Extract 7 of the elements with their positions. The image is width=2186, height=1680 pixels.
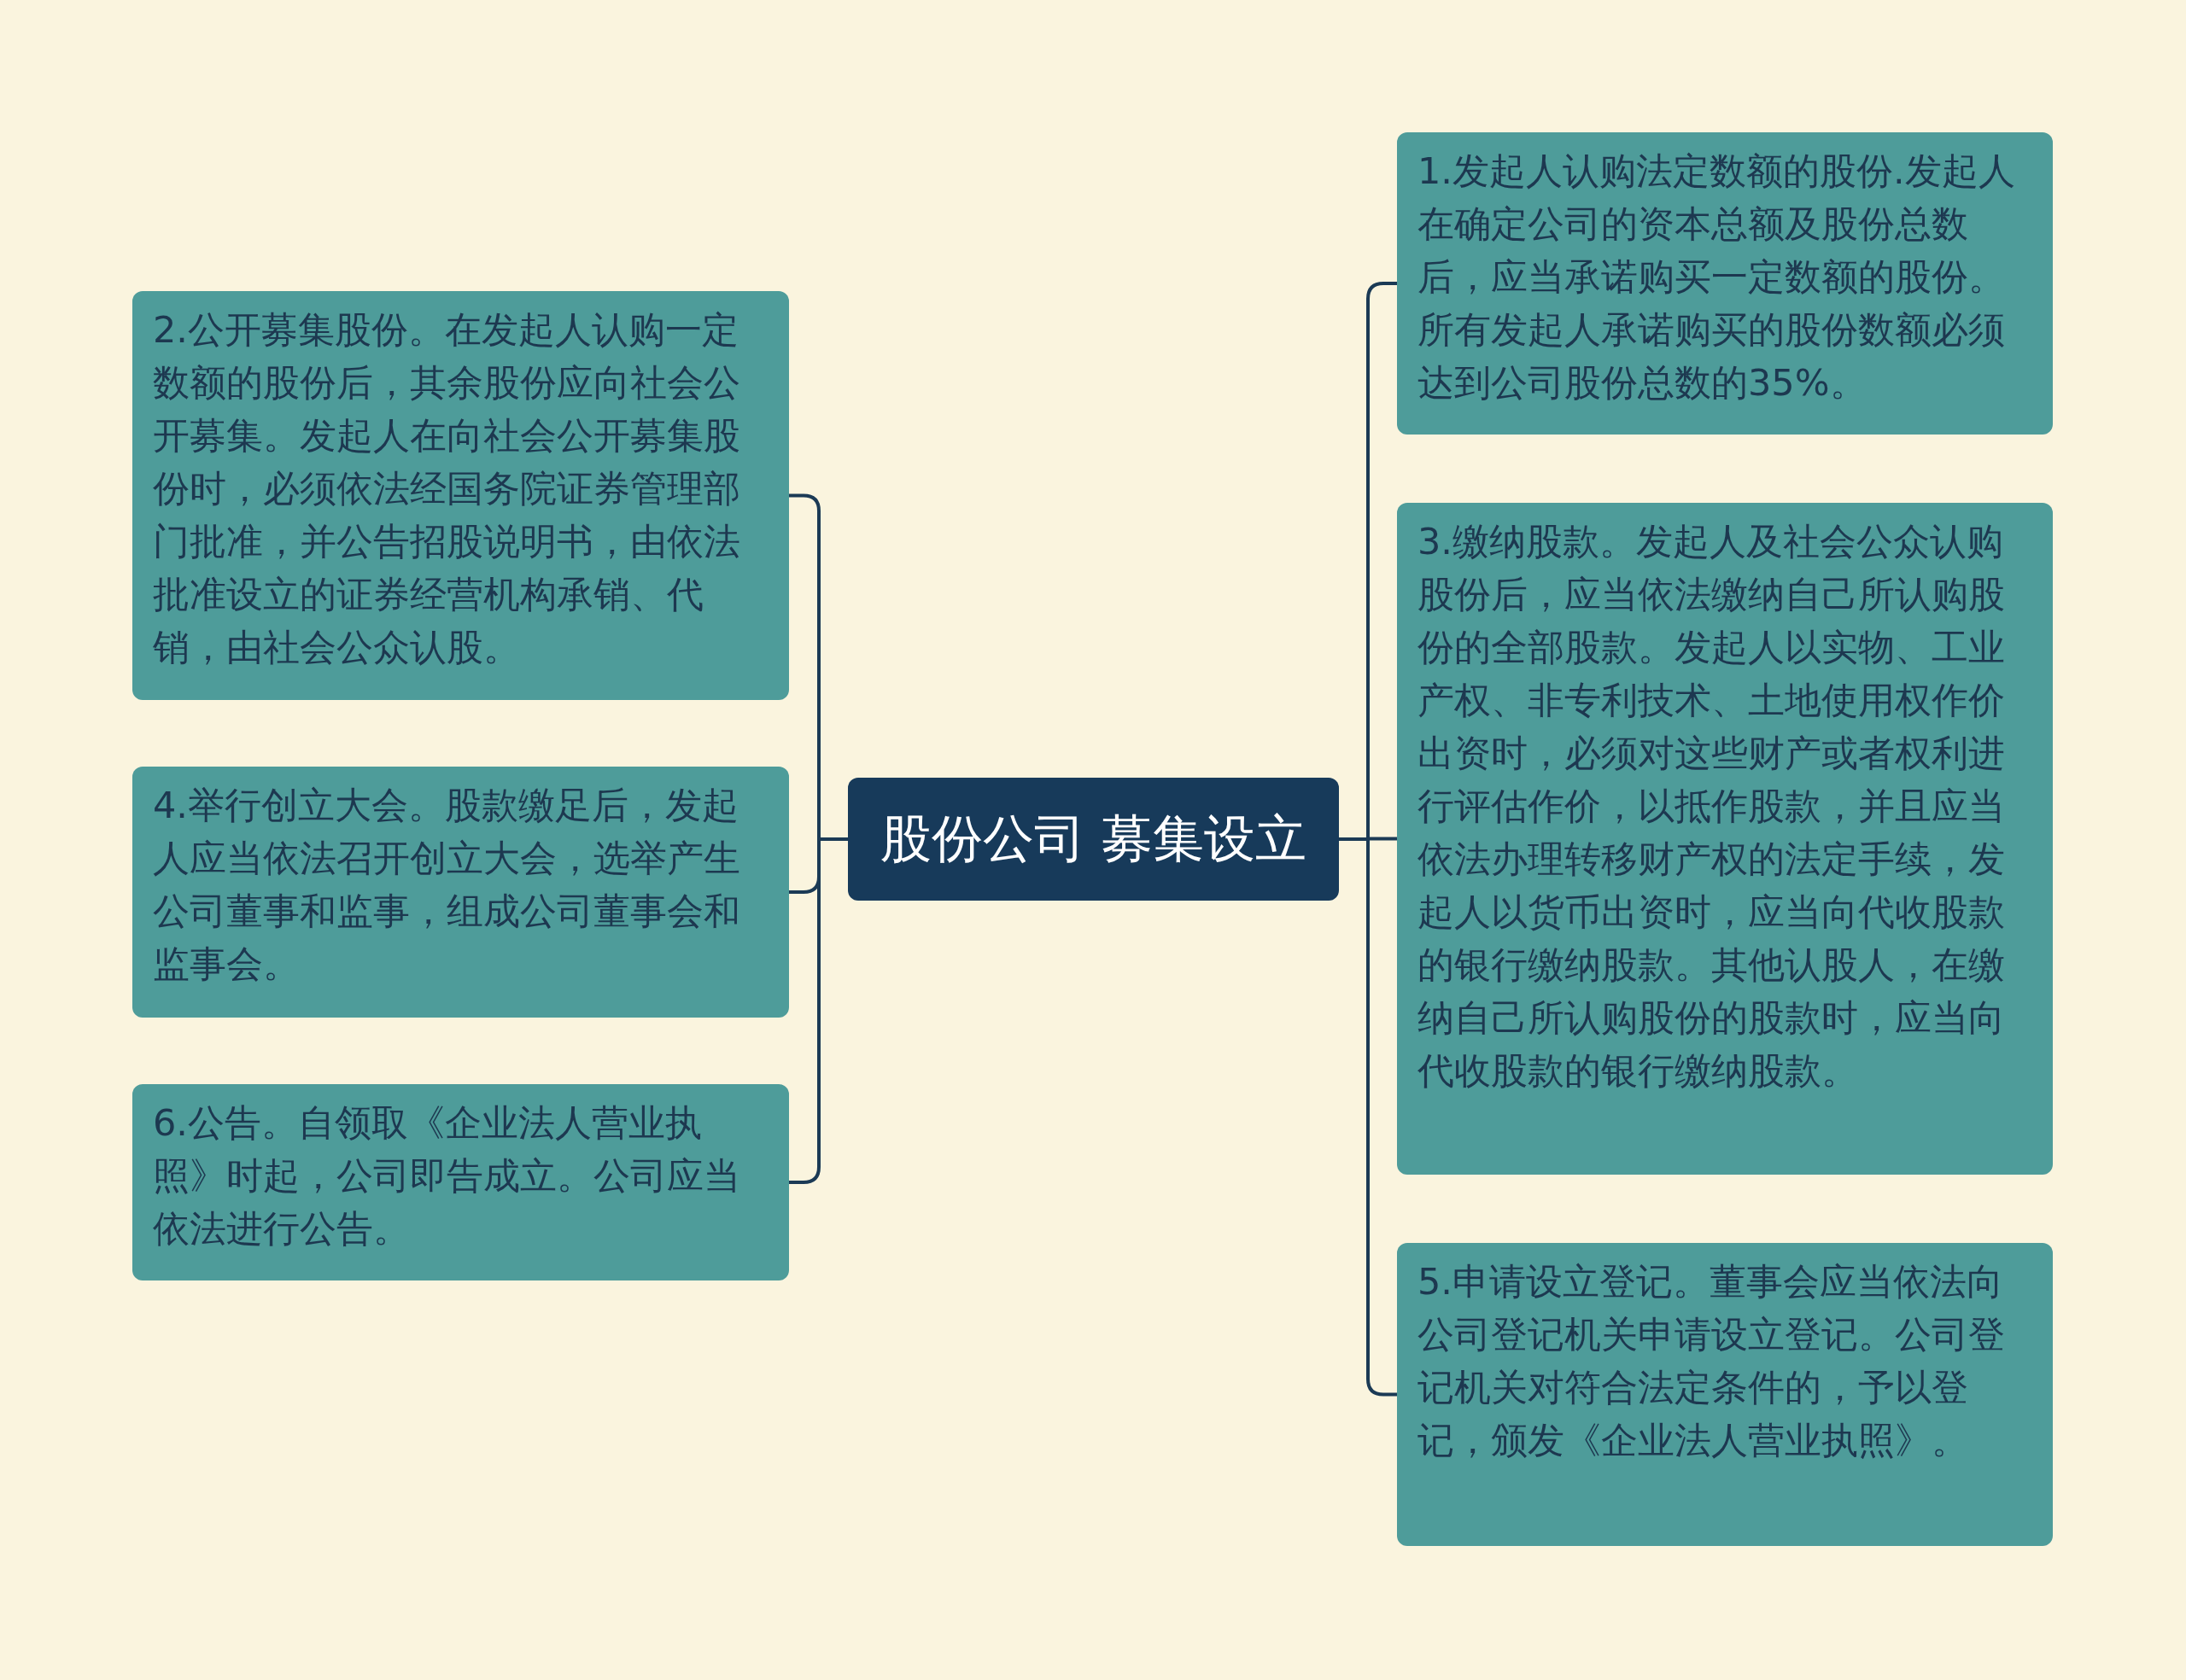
topic-box: 5.申请设立登记。董事会应当依法向公司登记机关申请设立登记。公司登记机关对符合法定条件的，予以登记，颁发《企业法人营业执照》。 — [1397, 1243, 2053, 1546]
topic-box: 3.缴纳股款。发起人及社会公众认购股份后，应当依法缴纳自己所认购股份的全部股款。发起人以实物、工业产权、非专利技术、土地使用权作价出资时，必须对这些财产或者权利进行评估作价，以抵作股款，并且应当依法办理转移财产权的法定手续，发起人以货币出资时，应当向代收股款的银行缴纳股款。其他认股人，在缴纳自己所认购股份的股款时，应当向代收股款的银行缴纳股款。 — [1397, 503, 2053, 1175]
topic-box: 1.发起人认购法定数额的股份.发起人在确定公司的资本总额及股份总数后，应当承诺购买一定数额的股份。所有发起人承诺购买的股份数额必须达到公司股份总数的35%。 — [1397, 132, 2053, 435]
topic-box: 4.举行创立大会。股款缴足后，发起人应当依法召开创立大会，选举产生公司董事和监事，组成公司董事会和监事会。 — [132, 767, 789, 1018]
topic-box: 6.公告。自领取《企业法人营业执照》时起，公司即告成立。公司应当依法进行公告。 — [132, 1084, 789, 1280]
topic-box: 2.公开募集股份。在发起人认购一定数额的股份后，其余股份应向社会公开募集。发起人在向社会公开募集股份时，必须依法经国务院证券管理部门批准，并公告招股说明书，由依法批准设立的证券经营机构承销、代销，由社会公众认股。 — [132, 291, 789, 700]
central-topic-box: 股份公司 募集设立 — [848, 778, 1339, 901]
